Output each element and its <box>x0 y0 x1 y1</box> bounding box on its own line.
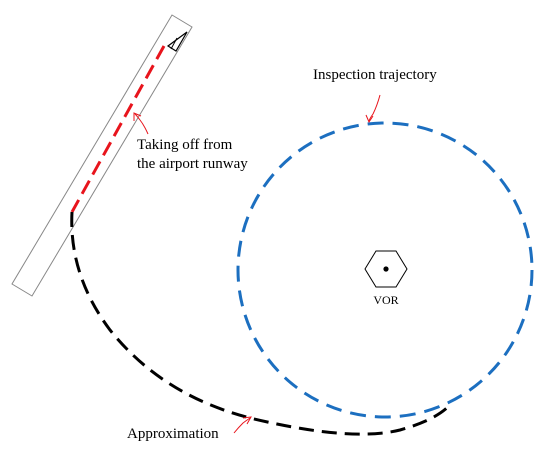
approximation-label: Approximation <box>127 426 219 442</box>
approximation-path <box>70 211 452 436</box>
hexagon-beacon-icon <box>364 250 408 288</box>
inspection-trajectory-label: Inspection trajectory <box>313 67 437 83</box>
aircraft-icon <box>166 31 188 52</box>
takeoff-path <box>70 45 166 213</box>
takeoff-arrow <box>133 112 149 135</box>
airport-runway <box>11 14 193 297</box>
inspection-trajectory-arrow <box>365 94 381 124</box>
approximation-arrow <box>233 416 252 434</box>
takeoff-label-line1: Taking off from <box>137 137 233 153</box>
vor-label: VOR <box>373 293 398 307</box>
takeoff-label-line2: the airport runway <box>137 156 248 172</box>
inspection-trajectory-circle <box>236 121 534 419</box>
